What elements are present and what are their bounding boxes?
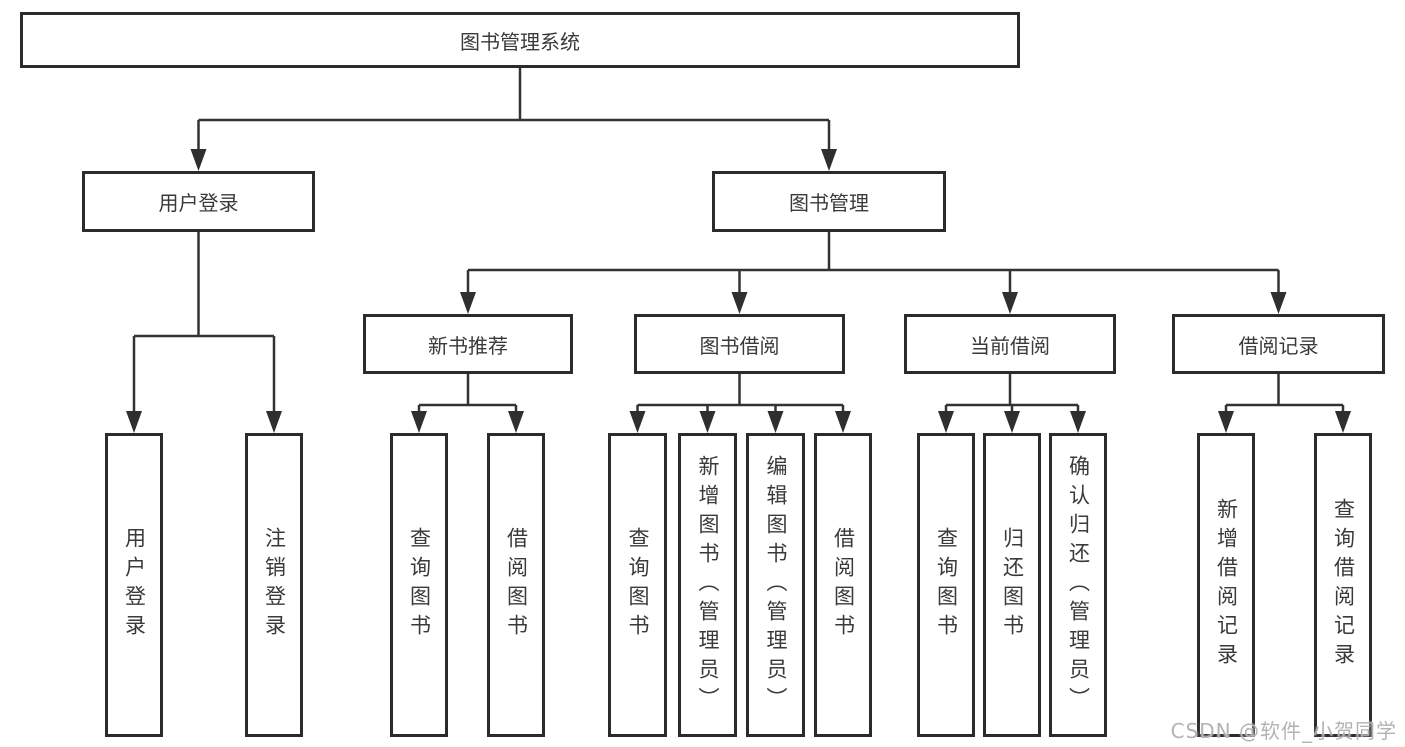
leaf-borrow-books-borrowing: 借阅图书 [814,433,872,737]
arrowhead [731,292,748,314]
leaf-query-books-current-label: 查询图书 [934,527,959,643]
arrowhead [190,149,207,171]
leaf-borrow-books-recommend: 借阅图书 [487,433,545,737]
arrowhead [1270,292,1287,314]
arrowhead [1002,292,1018,314]
node-current-borrowing-label: 当前借阅 [970,333,1050,358]
leaf-add-book-admin: 新增图书（管理员） [678,433,737,737]
node-book-borrowing: 图书借阅 [634,314,845,374]
leaf-user-login: 用户登录 [105,433,163,737]
node-current-borrowing: 当前借阅 [904,314,1116,374]
leaf-edit-book-admin-label: 编辑图书（管理员） [764,454,788,716]
leaf-edit-book-admin: 编辑图书（管理员） [746,433,805,737]
leaf-query-books-current: 查询图书 [917,433,975,737]
leaf-logout-label: 注销登录 [262,527,287,643]
arrowhead [699,411,716,433]
leaf-query-books-recommend-label: 查询图书 [407,527,432,643]
node-user-login: 用户登录 [82,171,315,232]
node-book-borrowing-label: 图书借阅 [699,333,780,358]
csdn-watermark: CSDN @软件_小贺同学 [1170,719,1397,743]
leaf-add-borrow-record: 新增借阅记录 [1197,433,1255,737]
node-borrowing-records: 借阅记录 [1172,314,1385,374]
arrowhead [835,411,851,433]
arrowhead [1218,411,1234,433]
arrowhead [1335,411,1351,433]
leaf-borrow-books-recommend-label: 借阅图书 [504,527,529,643]
leaf-query-books-borrowing-label: 查询图书 [626,527,650,643]
node-borrowing-records-label: 借阅记录 [1238,333,1319,358]
node-book-management-label: 图书管理 [789,191,869,215]
leaf-query-books-borrowing: 查询图书 [608,433,667,737]
leaf-query-borrow-record: 查询借阅记录 [1314,433,1372,737]
node-root-label: 图书管理系统 [460,29,580,54]
leaf-confirm-return-admin: 确认归还（管理员） [1049,433,1107,737]
arrowhead [938,411,954,433]
leaf-query-books-recommend: 查询图书 [390,433,448,737]
leaf-add-book-admin-label: 新增图书（管理员） [696,454,720,716]
node-root: 图书管理系统 [20,12,1020,68]
arrowhead [508,411,524,433]
node-book-management: 图书管理 [712,171,946,232]
arrowhead [1004,411,1020,433]
leaf-return-books-label: 归还图书 [1000,527,1025,643]
leaf-confirm-return-admin-label: 确认归还（管理员） [1066,454,1091,716]
arrowhead [629,411,646,433]
leaf-return-books: 归还图书 [983,433,1041,737]
leaf-logout: 注销登录 [245,433,303,737]
arrowhead [1070,411,1086,433]
leaf-query-borrow-record-label: 查询借阅记录 [1331,498,1356,672]
arrowhead [126,411,142,433]
arrowhead [266,411,282,433]
leaf-add-borrow-record-label: 新增借阅记录 [1214,498,1239,672]
node-new-book-recommendation: 新书推荐 [363,314,573,374]
node-new-book-recommendation-label: 新书推荐 [428,333,508,358]
leaf-borrow-books-borrowing-label: 借阅图书 [831,527,856,643]
arrowhead [411,411,427,433]
arrowhead [767,411,784,433]
node-user-login-label: 用户登录 [158,191,239,215]
leaf-user-login-label: 用户登录 [122,527,147,643]
arrowhead [821,149,837,171]
arrowhead [460,292,476,314]
